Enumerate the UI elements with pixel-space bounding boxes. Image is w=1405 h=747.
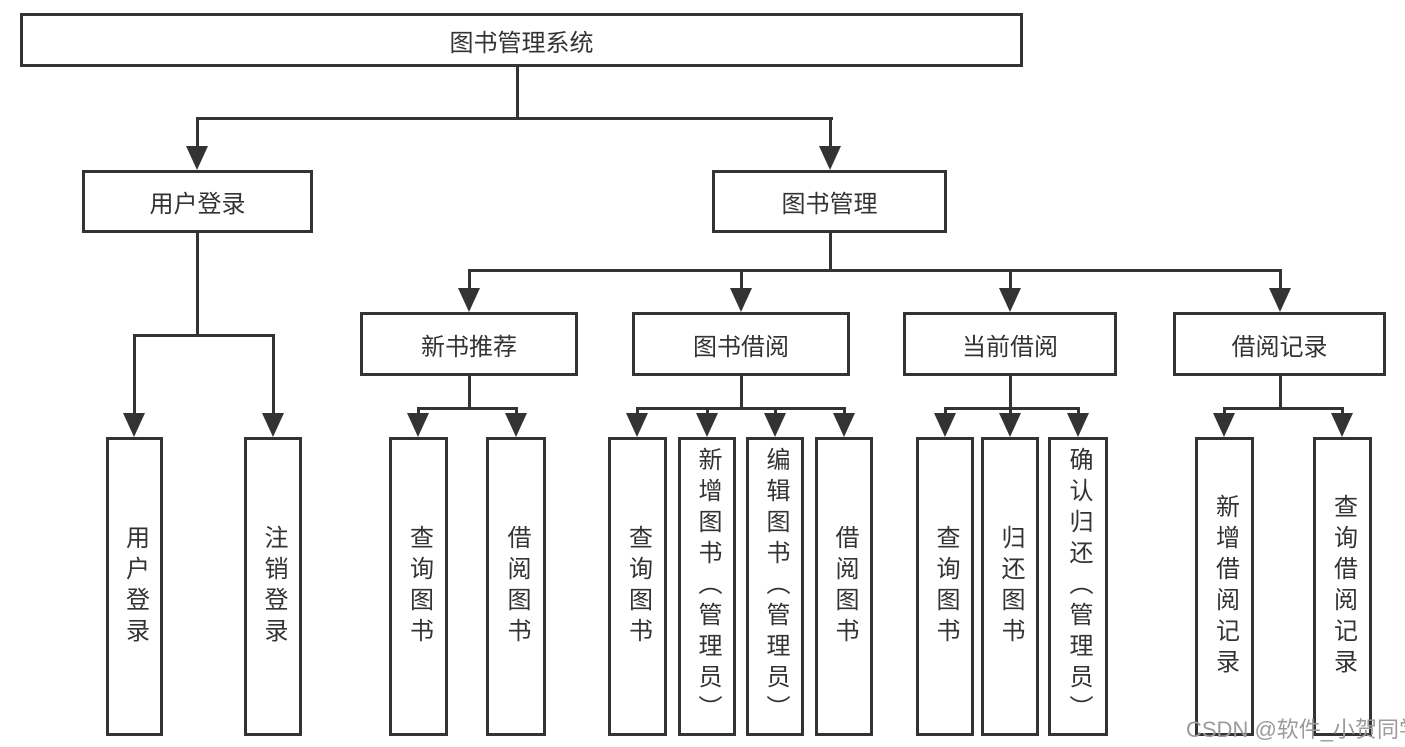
node-current-borrow: 当前借阅 bbox=[903, 312, 1117, 376]
connector bbox=[740, 376, 743, 410]
arrowhead bbox=[407, 413, 429, 437]
leaf-current-query-label: 查询图书 bbox=[932, 524, 959, 649]
node-root-label: 图书管理系统 bbox=[449, 29, 594, 57]
connector bbox=[468, 376, 471, 410]
arrowhead bbox=[262, 413, 284, 437]
connector bbox=[829, 233, 832, 272]
connector bbox=[774, 407, 777, 417]
arrowhead bbox=[999, 413, 1021, 437]
connector bbox=[196, 117, 833, 120]
leaf-newbook-query-label: 查询图书 bbox=[405, 524, 433, 649]
leaf-current-query: 查询图书 bbox=[916, 437, 974, 736]
arrowhead bbox=[1067, 413, 1089, 437]
node-borrow-records-label: 借阅记录 bbox=[1231, 333, 1328, 361]
node-current-borrow-label: 当前借阅 bbox=[962, 333, 1058, 361]
arrowhead bbox=[1213, 413, 1235, 437]
node-book-borrow: 图书借阅 bbox=[632, 312, 850, 376]
connector bbox=[636, 407, 639, 417]
connector bbox=[1009, 407, 1012, 417]
arrowhead bbox=[1331, 413, 1353, 437]
leaf-borrow-query-label: 查询图书 bbox=[624, 524, 652, 649]
connector bbox=[944, 407, 947, 417]
arrowhead bbox=[696, 413, 718, 437]
arrowhead bbox=[505, 413, 527, 437]
leaf-user-login-label: 用户登录 bbox=[121, 524, 149, 649]
connector bbox=[706, 407, 709, 417]
arrowhead bbox=[626, 413, 648, 437]
leaf-borrow-add-admin-label: 新增图书（管理员） bbox=[694, 447, 721, 726]
arrowhead bbox=[186, 146, 208, 170]
arrowhead bbox=[934, 413, 956, 437]
connector bbox=[1009, 269, 1012, 291]
connector bbox=[1279, 376, 1282, 410]
leaf-newbook-borrow: 借阅图书 bbox=[486, 437, 546, 736]
leaf-current-confirm-admin: 确认归还（管理员） bbox=[1048, 437, 1108, 736]
leaf-records-query: 查询借阅记录 bbox=[1313, 437, 1372, 736]
leaf-records-add: 新增借阅记录 bbox=[1195, 437, 1254, 736]
leaf-borrow-edit-admin-label: 编辑图书（管理员） bbox=[762, 447, 789, 726]
connector bbox=[417, 407, 517, 410]
node-user-login-label: 用户登录 bbox=[149, 191, 246, 218]
connector bbox=[196, 233, 199, 337]
node-new-book-recommend-label: 新书推荐 bbox=[421, 333, 517, 361]
node-new-book-recommend: 新书推荐 bbox=[360, 312, 578, 376]
connector bbox=[133, 334, 275, 337]
connector bbox=[133, 334, 136, 416]
leaf-current-confirm-admin-label: 确认归还（管理员） bbox=[1065, 447, 1092, 726]
node-user-login: 用户登录 bbox=[82, 170, 313, 233]
connector bbox=[272, 334, 275, 416]
leaf-borrow-borrow: 借阅图书 bbox=[815, 437, 873, 736]
connector bbox=[417, 407, 420, 417]
arrowhead bbox=[819, 146, 841, 170]
csdn-watermark: CSDN @软件_小贺同学 bbox=[1186, 717, 1405, 742]
leaf-logout-label: 注销登录 bbox=[260, 524, 287, 649]
connector bbox=[1341, 407, 1344, 417]
leaf-records-query-label: 查询借阅记录 bbox=[1329, 493, 1357, 680]
arrowhead bbox=[458, 288, 480, 312]
connector bbox=[1223, 407, 1343, 410]
leaf-logout: 注销登录 bbox=[244, 437, 302, 736]
leaf-borrow-query: 查询图书 bbox=[608, 437, 667, 736]
arrowhead bbox=[1269, 288, 1291, 312]
leaf-borrow-edit-admin: 编辑图书（管理员） bbox=[746, 437, 804, 736]
leaf-newbook-query: 查询图书 bbox=[389, 437, 448, 736]
leaf-records-add-label: 新增借阅记录 bbox=[1211, 493, 1239, 680]
connector bbox=[1009, 376, 1012, 410]
node-book-borrow-label: 图书借阅 bbox=[693, 333, 789, 361]
leaf-current-return-label: 归还图书 bbox=[997, 524, 1024, 649]
node-borrow-records: 借阅记录 bbox=[1173, 312, 1386, 376]
connector bbox=[1223, 407, 1226, 417]
arrowhead bbox=[123, 413, 145, 437]
connector bbox=[829, 117, 832, 149]
node-book-mgmt-label: 图书管理 bbox=[781, 191, 878, 218]
leaf-user-login: 用户登录 bbox=[106, 437, 163, 736]
connector bbox=[1279, 269, 1282, 291]
connector bbox=[468, 269, 1282, 272]
connector bbox=[468, 269, 471, 291]
arrowhead bbox=[999, 288, 1021, 312]
arrowhead bbox=[764, 413, 786, 437]
leaf-borrow-borrow-label: 借阅图书 bbox=[831, 524, 858, 649]
leaf-newbook-borrow-label: 借阅图书 bbox=[503, 524, 530, 649]
connector bbox=[1077, 407, 1080, 417]
connector bbox=[196, 117, 199, 149]
connector bbox=[740, 269, 743, 291]
connector bbox=[636, 407, 845, 410]
arrowhead bbox=[833, 413, 855, 437]
node-book-mgmt: 图书管理 bbox=[712, 170, 947, 233]
connector bbox=[516, 67, 519, 120]
leaf-current-return: 归还图书 bbox=[981, 437, 1039, 736]
leaf-borrow-add-admin: 新增图书（管理员） bbox=[678, 437, 736, 736]
connector bbox=[515, 407, 518, 417]
connector bbox=[843, 407, 846, 417]
arrowhead bbox=[730, 288, 752, 312]
node-root: 图书管理系统 bbox=[20, 13, 1023, 67]
